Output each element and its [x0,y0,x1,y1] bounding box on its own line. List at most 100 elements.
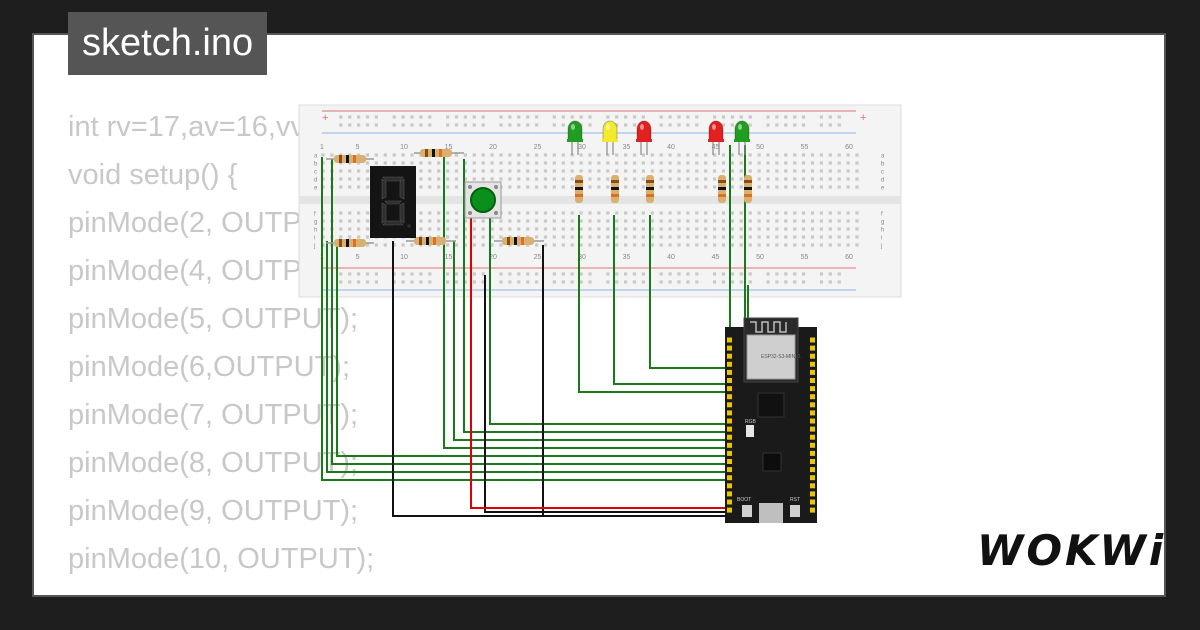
wire [613,215,728,385]
row-label: i [881,236,882,242]
column-label: 1 [320,144,324,151]
resistor [326,239,374,247]
column-label: 10 [400,144,408,151]
row-label: d [314,178,317,184]
column-label: 25 [534,144,542,151]
push-button[interactable] [464,181,502,219]
resistor [718,175,726,203]
led-red [708,120,724,155]
resistor [406,237,456,245]
row-label: e [881,186,885,192]
wire [470,215,728,509]
led-yellow [602,120,618,155]
code-line: pinMode(11, OUTPUT); [68,583,850,595]
rgb-led-label: RGB [745,419,757,425]
code-line: pinMode(6,OUTPUT); [68,351,351,383]
column-label: 5 [356,144,360,151]
wire [331,159,728,465]
reset-button[interactable] [790,505,800,517]
row-label: j [880,244,882,250]
code-line: pinMode(10, OUTPUT); [68,543,375,575]
code-line: pinMode(7, OUTPUT); [68,399,359,431]
led-red [636,120,652,155]
column-label: 20 [489,254,497,261]
rail-plus-sign: + [322,112,328,124]
code-line: pinMode(9, OUTPUT); [68,495,359,527]
column-label: 20 [489,144,497,151]
reset-label: RST [790,497,800,503]
wire [542,245,728,517]
column-label: 50 [756,144,764,151]
rail-plus-sign: + [860,112,866,124]
led-green [734,120,750,155]
wire [336,241,728,457]
led-green [567,120,583,155]
leds [567,120,750,155]
row-label: c [881,170,884,176]
row-label: j [313,244,315,250]
row-label: f [881,212,883,218]
column-label: 30 [578,144,586,151]
column-label: 55 [801,254,809,261]
column-label: 45 [712,254,720,261]
resistor [611,175,619,203]
column-label: 45 [712,144,720,151]
resistor [744,175,752,203]
board-pins [727,337,815,513]
column-label: 60 [845,144,853,151]
wire [321,157,728,481]
project-preview-card: int rv=17,av=16,vv=4,a=33,b=32,c=12,d=15… [34,35,1164,595]
row-label: b [881,162,885,168]
boot-button[interactable] [742,505,752,517]
column-label: 10 [400,254,408,261]
wire [463,159,728,433]
column-label: 5 [356,254,360,261]
wire [649,215,728,369]
row-label: c [314,170,317,176]
wokwi-logo: WOKWi [977,526,1167,575]
column-label: 15 [445,254,453,261]
row-label: h [314,228,317,234]
row-label: i [314,236,315,242]
column-label: 55 [801,144,809,151]
wire [484,275,728,513]
wire [326,241,728,473]
seven-segment-display: 8 [370,166,416,238]
column-label: 40 [667,144,675,151]
row-label: d [881,178,884,184]
code-line: pinMode(5, OUTPUT); [68,303,359,335]
display-digit: 8 [393,224,398,233]
resistors [326,149,752,247]
wire [453,241,728,441]
row-label: h [881,228,884,234]
column-label: 35 [623,144,631,151]
wire [443,157,728,449]
code-line: void setup() { [68,159,238,191]
row-label: a [881,154,885,160]
column-label: 25 [534,254,542,261]
row-label: g [314,220,317,226]
column-label: 40 [667,254,675,261]
wire [489,215,728,425]
row-label: f [314,212,316,218]
column-label: 30 [578,254,586,261]
resistor [414,149,464,157]
resistor [326,155,374,163]
file-tab[interactable]: sketch.ino [68,12,268,75]
button-cap[interactable] [470,187,496,213]
wire [578,215,728,393]
column-label: 15 [445,144,453,151]
column-label: 60 [845,254,853,261]
breadboard-holes [321,115,859,284]
module-label: ESP32-S3-MINI-1 [761,354,801,360]
resistor [646,175,654,203]
column-label: 50 [756,254,764,261]
row-label: e [314,186,318,192]
resistor [494,237,544,245]
row-label: b [314,162,318,168]
